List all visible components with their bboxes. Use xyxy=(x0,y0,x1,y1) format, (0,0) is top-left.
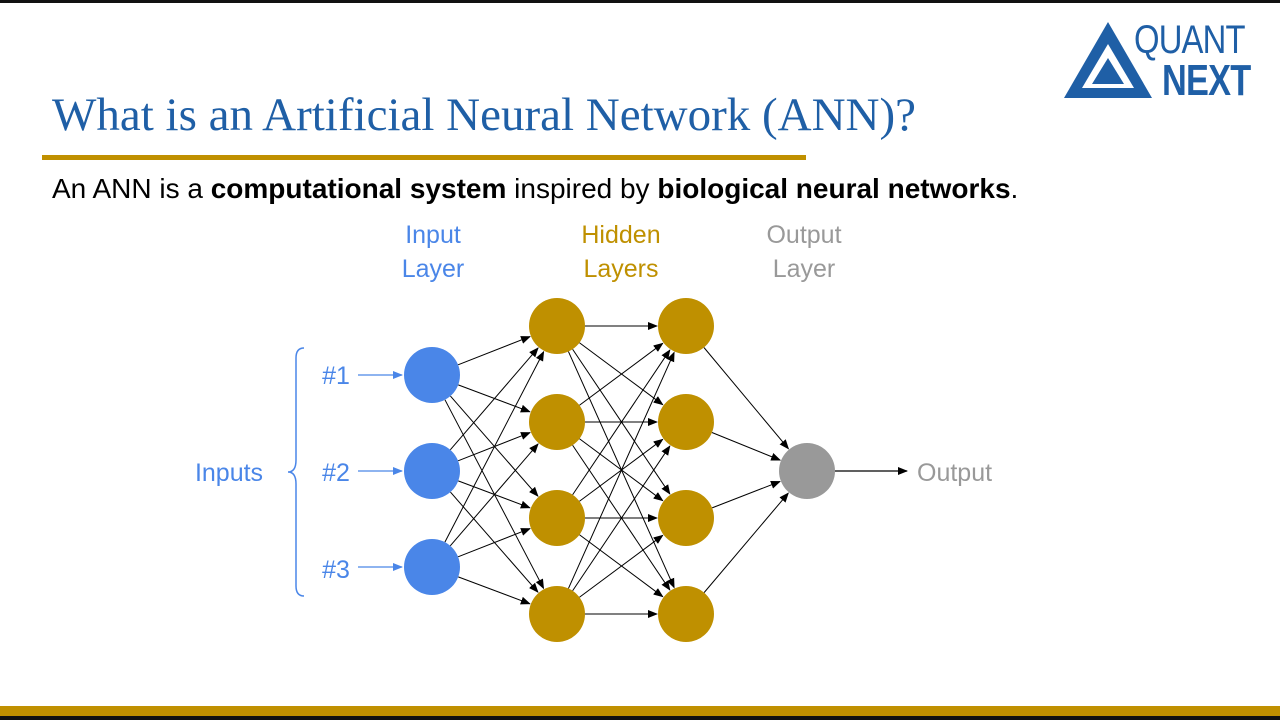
hidden-1-node-3 xyxy=(529,490,585,546)
edge-l0-2-to-1 xyxy=(449,443,539,547)
edge-l2-3-to-0 xyxy=(703,492,789,593)
subtitle-text-1: An ANN is a xyxy=(52,173,211,204)
subtitle-text-3: . xyxy=(1010,173,1019,204)
network-nodes xyxy=(404,298,835,642)
edge-l0-2-to-0 xyxy=(444,350,545,543)
edge-l2-0-to-0 xyxy=(703,347,790,450)
logo-text-next: NEXT xyxy=(1162,56,1251,105)
edge-l1-2-to-0 xyxy=(572,349,671,496)
inputs-label: Inputs xyxy=(195,459,263,487)
page-title: What is an Artificial Neural Network (AN… xyxy=(52,89,916,141)
input-layer-label-line1: Input xyxy=(405,221,461,249)
edge-l0-1-to-0 xyxy=(449,347,539,451)
edge-l2-1-to-0 xyxy=(711,432,782,461)
output-label: Output xyxy=(917,459,992,487)
hidden-2-node-3 xyxy=(658,490,714,546)
bottom-accent-bar xyxy=(0,706,1280,716)
edge-l1-3-to-0 xyxy=(567,351,675,589)
edge-l0-2-to-3 xyxy=(458,576,531,605)
input-tag-1: #1 xyxy=(322,362,350,390)
input-tag-2: #2 xyxy=(322,459,350,487)
logo-text-quant: QUANT xyxy=(1134,18,1246,62)
quantnext-logo: QUANT NEXT xyxy=(1062,18,1262,105)
output-layer-label-line2: Layer xyxy=(773,255,836,283)
top-border xyxy=(0,0,1280,3)
output-node-1 xyxy=(779,443,835,499)
hidden-layers-label-line2: Layers xyxy=(583,255,658,283)
hidden-1-node-2 xyxy=(529,394,585,450)
subtitle-bold-2: biological neural networks xyxy=(657,173,1011,204)
edge-l1-3-to-2 xyxy=(579,534,664,598)
network-edges xyxy=(358,322,908,618)
edge-l1-1-to-0 xyxy=(579,342,664,406)
output-layer-label-line1: Output xyxy=(766,221,841,249)
hidden-layers-label-line1: Hidden xyxy=(581,221,660,249)
hidden-2-node-4 xyxy=(658,586,714,642)
subtitle-bold-1: computational system xyxy=(210,173,507,204)
input-layer-label-line2: Layer xyxy=(402,255,465,283)
edge-l2-2-to-0 xyxy=(711,481,781,509)
input-node-1 xyxy=(404,347,460,403)
input-tag-3: #3 xyxy=(322,556,350,584)
input-node-2 xyxy=(404,443,460,499)
subtitle: An ANN is a computational system inspire… xyxy=(52,173,1018,205)
hidden-1-node-1 xyxy=(529,298,585,354)
hidden-2-node-2 xyxy=(658,394,714,450)
edge-l0-2-to-2 xyxy=(457,528,531,558)
subtitle-text-2: inspired by xyxy=(506,173,658,204)
edge-l0-0-to-0 xyxy=(457,336,531,366)
triangle-logo-icon xyxy=(1064,22,1152,98)
title-underline xyxy=(42,155,806,160)
input-node-3 xyxy=(404,539,460,595)
hidden-1-node-4 xyxy=(529,586,585,642)
bottom-border xyxy=(0,716,1280,720)
edge-l1-3-to-1 xyxy=(572,445,671,592)
hidden-2-node-1 xyxy=(658,298,714,354)
inputs-brace xyxy=(287,347,305,597)
